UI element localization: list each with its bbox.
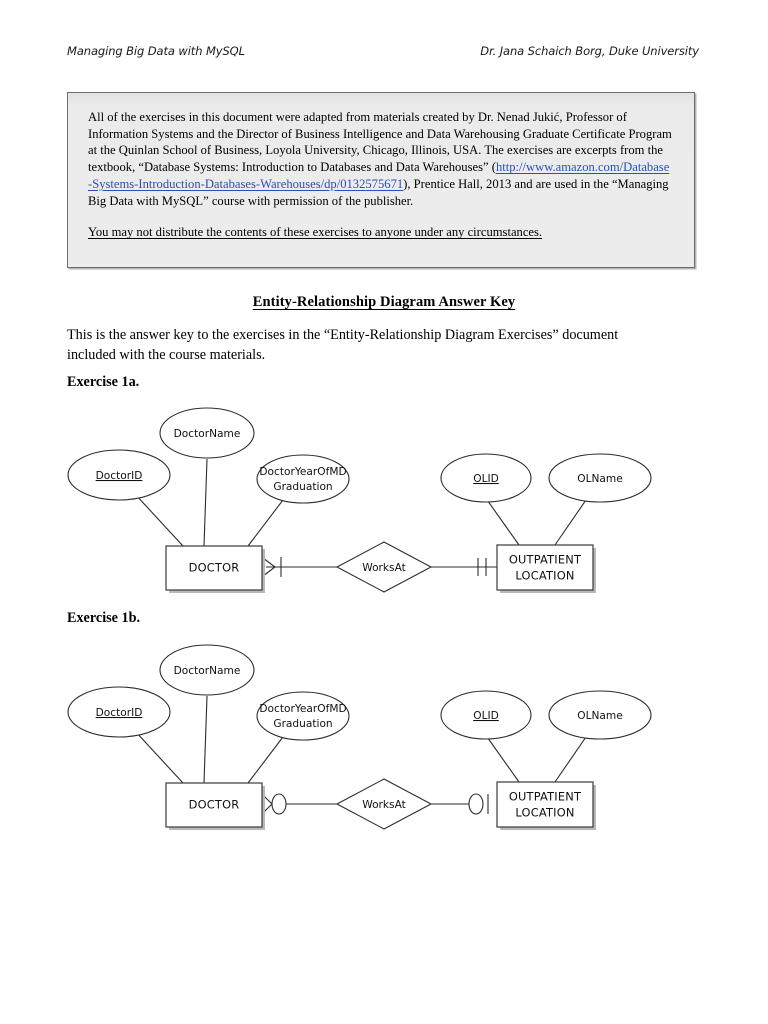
attribute-label-line1: DoctorYearOfMD xyxy=(259,466,346,478)
cardinality-doctor-side-1a xyxy=(262,557,282,577)
entity-label-line2: LOCATION xyxy=(515,569,574,583)
disclaimer-paragraph: All of the exercises in this document we… xyxy=(88,109,672,209)
attribute-label: OLName xyxy=(577,710,623,722)
relationship-worksat-1a: WorksAt xyxy=(335,541,433,593)
entity-doctor-1a: DOCTOR xyxy=(165,545,265,593)
page-title-text: Entity-Relationship Diagram Answer Key xyxy=(252,294,516,310)
header-course-title: Managing Big Data with MySQL xyxy=(67,44,245,58)
header-author: Dr. Jana Schaich Borg, Duke University xyxy=(480,44,699,58)
attribute-label: DoctorName xyxy=(174,665,241,677)
cardinality-doctor-side-1b xyxy=(262,793,287,815)
relationship-label: WorksAt xyxy=(362,562,406,574)
page-header: Managing Big Data with MySQL Dr. Jana Sc… xyxy=(67,44,699,58)
exercise-1b-label: Exercise 1b. xyxy=(67,610,141,626)
attribute-label: OLName xyxy=(577,473,623,485)
amazon-textbook-link[interactable]: http://www.amazon.com/Database-Systems-I… xyxy=(88,160,670,191)
entity-doctor-1b: DOCTOR xyxy=(165,782,265,830)
entity-label-line2: LOCATION xyxy=(515,806,574,820)
disclaimer-text-after-link: ), Prentice Hall, 2013 and are used in t… xyxy=(88,176,669,208)
attribute-doctorid-1b: DoctorID xyxy=(67,686,171,738)
attribute-doctorid-1a: DoctorID xyxy=(67,449,171,501)
attribute-label-line2: Graduation xyxy=(273,481,332,493)
attribute-olname-1b: OLName xyxy=(548,690,652,740)
attribute-olid-1b: OLID xyxy=(440,690,532,740)
cardinality-location-side-1a xyxy=(477,558,487,576)
entity-label: DOCTOR xyxy=(189,561,240,575)
entity-outpatient-location-1b: OUTPATIENT LOCATION xyxy=(496,781,596,830)
attribute-label: DoctorName xyxy=(174,428,241,440)
relationship-worksat-1b: WorksAt xyxy=(335,778,433,830)
disclaimer-warning: You may not distribute the contents of t… xyxy=(88,225,543,240)
disclaimer-text-before-link: All of the exercises in this document we… xyxy=(88,110,672,175)
entity-label-line1: OUTPATIENT xyxy=(509,790,581,804)
relationship-label: WorksAt xyxy=(362,799,406,811)
attribute-doctorname-1a: DoctorName xyxy=(159,407,255,459)
attribute-olname-1a: OLName xyxy=(548,453,652,503)
attribute-olid-1a: OLID xyxy=(440,453,532,503)
exercise-1a-label: Exercise 1a. xyxy=(67,374,140,390)
page-title: Entity-Relationship Diagram Answer Key xyxy=(0,294,768,311)
intro-paragraph: This is the answer key to the exercises … xyxy=(67,327,619,364)
attribute-doctorname-1b: DoctorName xyxy=(159,644,255,696)
attribute-label: OLID xyxy=(473,710,499,722)
erd-diagram-1b: DoctorID DoctorName DoctorYearOfMD Gradu… xyxy=(0,633,768,838)
attribute-label: DoctorID xyxy=(96,707,143,719)
attribute-doctoryearofmdgraduation-1b: DoctorYearOfMD Graduation xyxy=(256,691,350,741)
attribute-doctoryearofmdgraduation-1a: DoctorYearOfMD Graduation xyxy=(256,454,350,504)
attribute-label-line2: Graduation xyxy=(273,718,332,730)
erd-diagram-1a: DoctorID DoctorName DoctorYearOfMD Gradu… xyxy=(0,396,768,601)
disclaimer-box: All of the exercises in this document we… xyxy=(67,92,695,268)
attribute-label: OLID xyxy=(473,473,499,485)
cardinality-location-side-1b xyxy=(468,793,489,815)
attribute-label-line1: DoctorYearOfMD xyxy=(259,703,346,715)
entity-outpatient-location-1a: OUTPATIENT LOCATION xyxy=(496,544,596,593)
entity-label: DOCTOR xyxy=(189,798,240,812)
disclaimer-content: All of the exercises in this document we… xyxy=(68,93,694,241)
entity-label-line1: OUTPATIENT xyxy=(509,553,581,567)
attribute-label: DoctorID xyxy=(96,470,143,482)
